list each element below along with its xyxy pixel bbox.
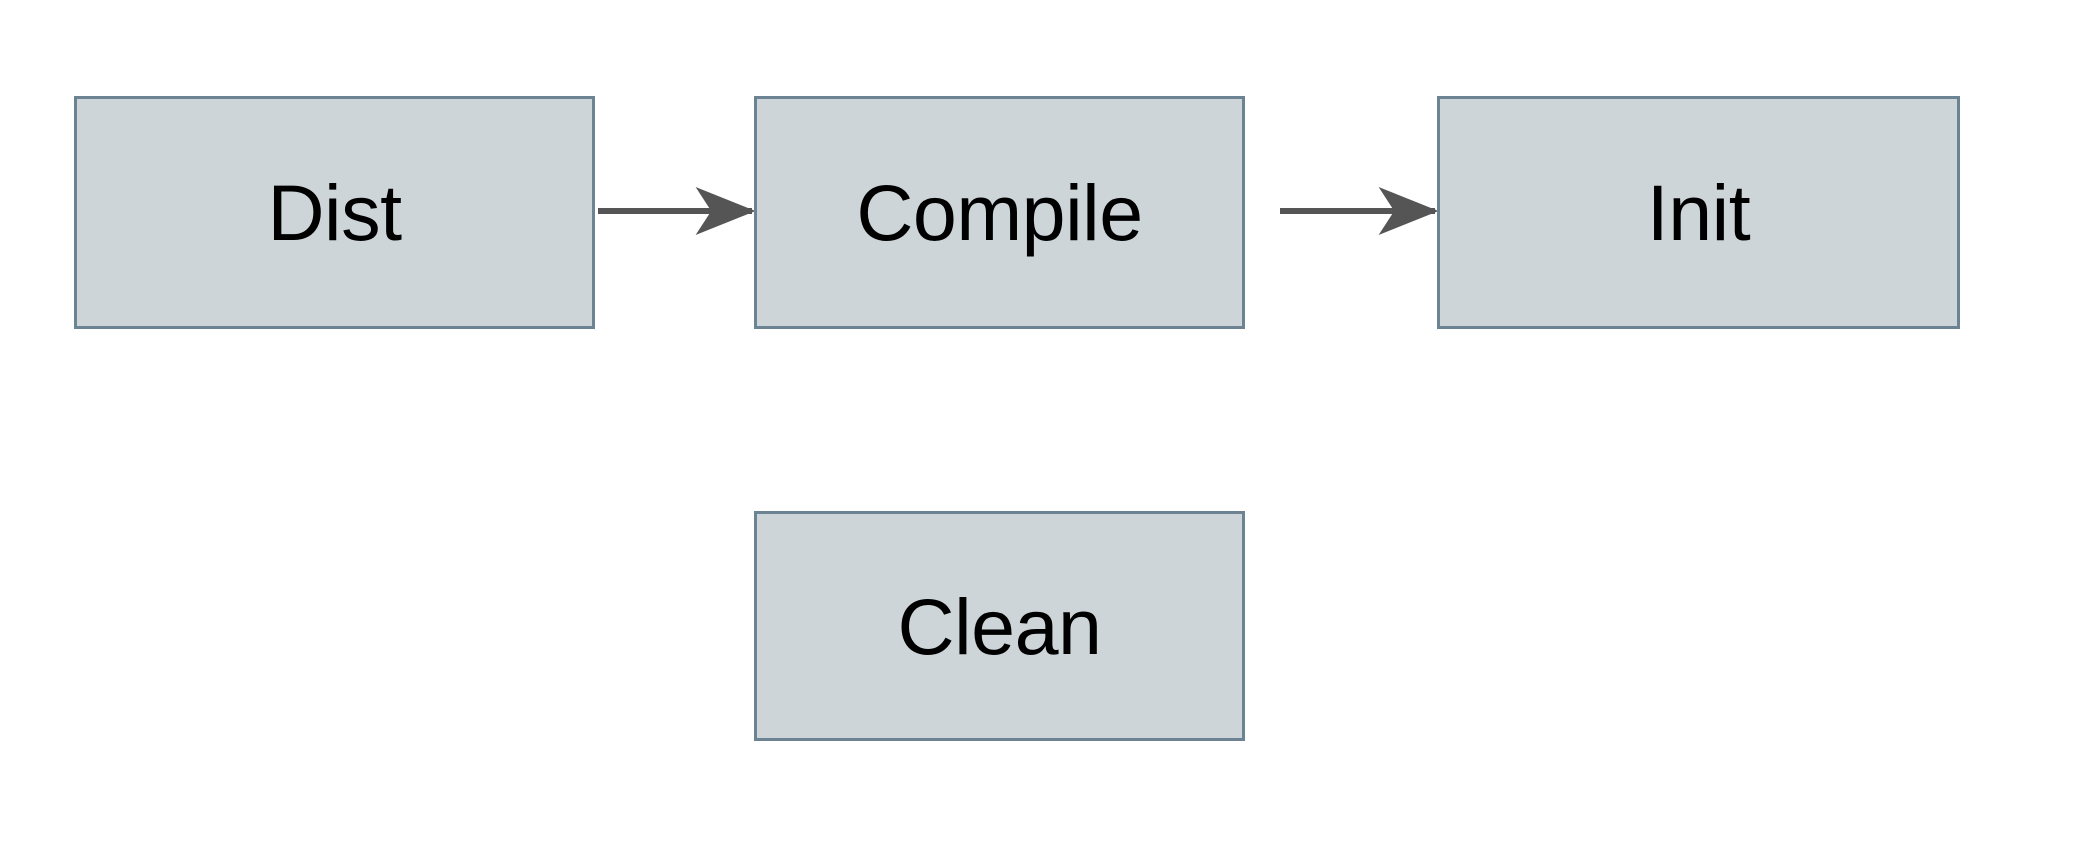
node-dist[interactable]: Dist [74,96,595,329]
node-compile-label: Compile [856,168,1143,257]
node-clean-label: Clean [897,581,1102,671]
node-init-label: Init [1646,168,1751,257]
node-compile[interactable]: Compile [754,96,1245,329]
node-init[interactable]: Init [1437,96,1960,329]
node-dist-label: Dist [267,168,402,257]
node-clean[interactable]: Clean [754,511,1245,741]
